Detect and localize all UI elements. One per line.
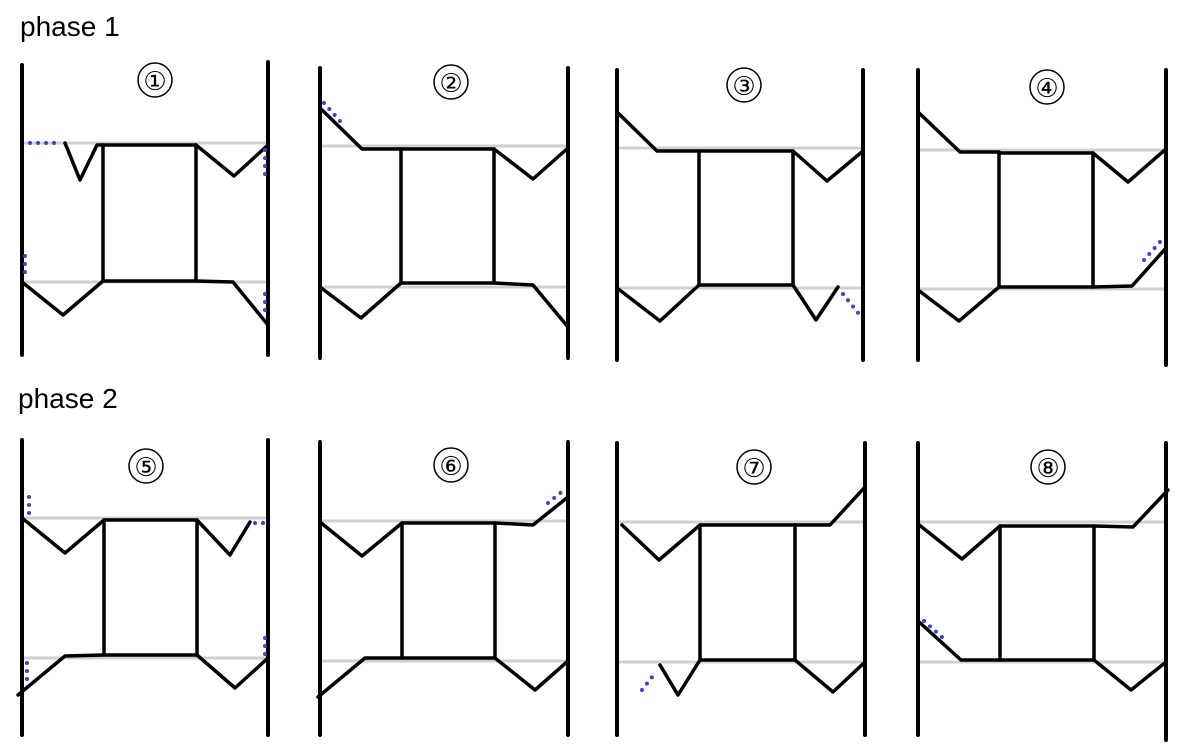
center-box xyxy=(102,518,199,657)
right-top-branch xyxy=(793,485,867,527)
left-top-branch xyxy=(916,110,1001,154)
right-top-notch xyxy=(791,149,865,183)
left-top-notch xyxy=(318,520,404,558)
step-badge xyxy=(433,447,469,483)
center-box xyxy=(997,151,1095,289)
left-bottom-branch xyxy=(316,656,404,699)
right-top-notch xyxy=(1091,147,1168,184)
left-bottom-notch xyxy=(658,658,702,697)
center-box xyxy=(998,524,1096,662)
left-bottom-notch xyxy=(615,283,701,323)
step-number-4: ④ xyxy=(1035,73,1058,103)
right-top-branch xyxy=(1092,488,1170,529)
panel-2: ② xyxy=(318,64,570,360)
step-badge xyxy=(128,448,164,484)
step-badge xyxy=(736,449,772,485)
right-bottom-branch xyxy=(194,279,270,327)
left-top-branch xyxy=(615,110,701,153)
panel-6: ⑥ xyxy=(316,440,570,737)
right-bottom-notch xyxy=(793,658,867,694)
right-top-notch xyxy=(195,518,252,557)
step-number-8: ⑧ xyxy=(1036,453,1059,483)
step-number-7: ⑦ xyxy=(742,453,765,483)
phase-1-label: phase 1 xyxy=(20,11,120,42)
right-bottom-branch xyxy=(492,281,570,329)
left-bottom-notch xyxy=(916,285,1001,323)
center-box xyxy=(697,149,795,287)
step-badge xyxy=(433,64,469,100)
left-bottom-notch xyxy=(318,281,403,320)
left-top-notch xyxy=(916,522,1002,561)
right-top-notch xyxy=(194,143,270,178)
phase-2-label: phase 2 xyxy=(18,383,118,414)
left-bottom-branch xyxy=(16,653,106,697)
step-number-5: ⑤ xyxy=(134,452,157,482)
step-badge xyxy=(137,62,173,98)
step-badge xyxy=(1030,449,1066,485)
dotted-trace xyxy=(546,488,566,505)
dotted-trace xyxy=(841,292,861,316)
center-box xyxy=(101,143,198,283)
dotted-trace xyxy=(640,670,658,692)
right-bottom-branch xyxy=(1091,246,1168,289)
left-top-notch xyxy=(20,516,106,555)
center-box xyxy=(399,147,496,285)
left-top-stub xyxy=(620,523,661,562)
left-top-branch xyxy=(318,106,403,151)
mid-notch xyxy=(63,141,105,182)
step-number-6: ⑥ xyxy=(439,451,462,481)
right-bottom-notch xyxy=(791,283,840,322)
panel-3: ③ xyxy=(615,67,865,362)
panel-7: ⑦ xyxy=(615,441,867,737)
left-top-join xyxy=(657,523,702,562)
panel-5: ⑤ xyxy=(16,438,270,737)
step-number-3: ③ xyxy=(732,71,755,101)
center-box xyxy=(400,521,497,660)
right-bottom-notch xyxy=(493,656,570,692)
step-number-1: ① xyxy=(143,66,166,96)
right-top-branch xyxy=(493,495,570,527)
panel-4: ④ xyxy=(916,68,1168,367)
step-badge xyxy=(726,67,762,103)
left-bottom-notch xyxy=(20,279,105,317)
right-bottom-notch xyxy=(195,653,270,690)
center-box xyxy=(698,523,797,662)
step-number-2: ② xyxy=(439,68,462,98)
panel-1: ① xyxy=(20,60,270,357)
left-bottom-branch xyxy=(916,619,1002,662)
right-bottom-notch xyxy=(1092,658,1168,692)
panel-8: ⑧ xyxy=(916,441,1170,742)
right-top-notch xyxy=(492,146,570,181)
step-badge xyxy=(1029,69,1065,105)
